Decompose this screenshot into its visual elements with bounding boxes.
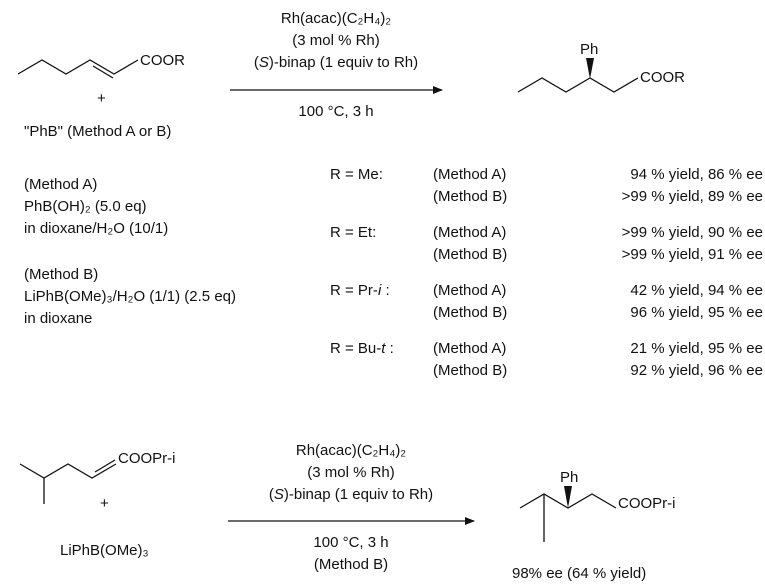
result-method-label: (Method B): [433, 246, 508, 263]
result-r-label-bu-t: R = Bu-t :: [330, 340, 394, 357]
result-method-label: (Method A): [433, 166, 507, 183]
result-method-label: (Method B): [433, 304, 508, 321]
condition-loading-1: (3 mol % Rh): [292, 32, 380, 49]
result-method-label: (Method A): [433, 224, 507, 241]
result-value: 92 % yield, 96 % ee: [630, 362, 763, 379]
condition-ligand-1: (S)-binap (1 equiv to Rh): [253, 54, 419, 71]
result-r-label-me: R = Me:: [330, 166, 383, 183]
method-a-title: (Method A): [24, 176, 98, 193]
result-value: 96 % yield, 95 % ee: [630, 304, 763, 321]
result-value: >99 % yield, 91 % ee: [621, 246, 763, 263]
method-a-solvent: in dioxane/H₂O (10/1): [24, 220, 169, 237]
reactant-1-ester-group: COOR: [140, 52, 185, 69]
result-method-label: (Method A): [433, 282, 507, 299]
condition-loading-2: (3 mol % Rh): [307, 464, 395, 481]
method-b-solvent: in dioxane: [24, 310, 93, 327]
condition-temperature-2: 100 °C, 3 h: [313, 534, 389, 551]
product-2-result: 98% ee (64 % yield): [512, 565, 647, 582]
result-value: >99 % yield, 89 % ee: [621, 188, 763, 205]
condition-catalyst-1: Rh(acac)(C₂H₄)₂: [280, 10, 392, 27]
reagent-2: LiPhB(OMe)₃: [60, 542, 149, 559]
product-2-wedge-bond: [564, 486, 572, 508]
result-method-label: (Method B): [433, 188, 508, 205]
reactant-2-skeleton: [19, 459, 117, 504]
result-method-label: (Method B): [433, 362, 508, 379]
product-1-phenyl-label: Ph: [580, 41, 599, 58]
condition-catalyst-2: Rh(acac)(C₂H₄)₂: [295, 442, 407, 459]
plus-sign-1: +: [97, 90, 106, 107]
method-b-title: (Method B): [24, 266, 99, 283]
product-2-ester-group: COOPr-i: [618, 495, 676, 512]
result-r-label-pr-i: R = Pr-i :: [330, 282, 390, 299]
result-value: 21 % yield, 95 % ee: [630, 340, 763, 357]
condition-method-2: (Method B): [313, 556, 389, 573]
result-method-label: (Method A): [433, 340, 507, 357]
method-b-reagent: LiPhB(OMe)₃/H₂O (1/1) (2.5 eq): [24, 288, 236, 305]
condition-ligand-2: (S)-binap (1 equiv to Rh): [268, 486, 434, 503]
method-a-reagent: PhB(OH)₂ (5.0 eq): [24, 198, 147, 215]
product-1-wedge-bond: [586, 58, 594, 79]
product-1-ester-group: COOR: [640, 69, 685, 86]
result-value: 42 % yield, 94 % ee: [630, 282, 763, 299]
plus-sign-2: +: [100, 495, 109, 512]
result-r-label-et: R = Et:: [330, 224, 377, 241]
reagent-1: "PhB" (Method A or B): [24, 123, 172, 140]
result-value: >99 % yield, 90 % ee: [621, 224, 763, 241]
reactant-1-skeleton: [17, 59, 139, 79]
product-2-phenyl-label: Ph: [560, 469, 579, 486]
reactant-2-ester-group: COOPr-i: [118, 450, 176, 467]
result-value: 94 % yield, 86 % ee: [630, 166, 763, 183]
product-1-skeleton: [517, 77, 639, 93]
condition-temperature-1: 100 °C, 3 h: [298, 103, 374, 120]
